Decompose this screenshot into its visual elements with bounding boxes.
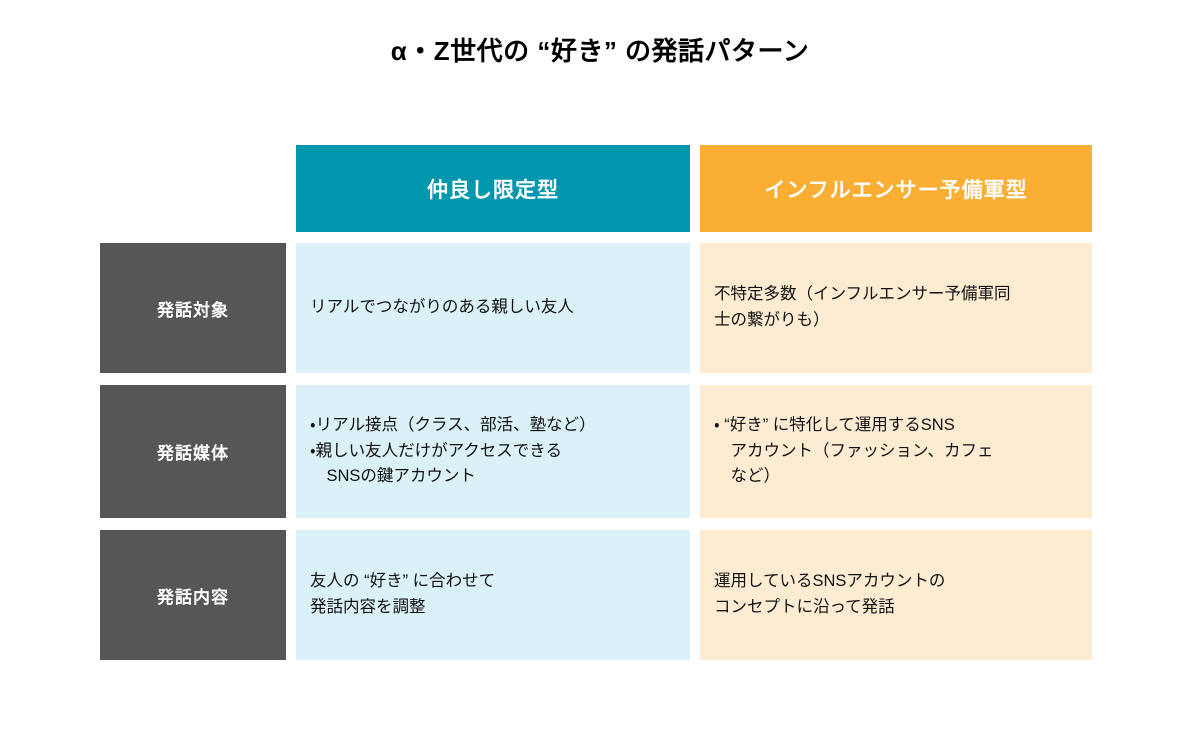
- cell-speech-target-influencer[interactable]: 不特定多数（インフルエンサー予備軍同 士の繋がりも）: [700, 243, 1092, 373]
- row-label-speech-medium[interactable]: 発話媒体: [100, 385, 286, 518]
- column-header-influencer-reserve[interactable]: インフルエンサー予備軍型: [700, 145, 1092, 232]
- table-row: 発話媒体 ・リアル接点（クラス、部活、塾など） ・親しい友人だけがアクセスできる…: [100, 385, 1092, 518]
- cell-speech-target-friendly[interactable]: リアルでつながりのある親しい友人: [296, 243, 690, 373]
- cell-text: 運用しているSNSアカウントの コンセプトに沿って発話: [714, 572, 946, 616]
- comparison-matrix: 仲良し限定型 インフルエンサー予備軍型 発話対象 リアルでつながりのある親しい友…: [100, 145, 1092, 660]
- cell-text: ・ “好き” に特化して運用するSNS アカウント（ファッション、カフェ など）: [714, 416, 994, 486]
- row-gap: [100, 518, 1092, 530]
- table-row: 発話内容 友人の “好き” に合わせて 発話内容を調整 運用しているSNSアカウ…: [100, 530, 1092, 660]
- cell-speech-content-friendly[interactable]: 友人の “好き” に合わせて 発話内容を調整: [296, 530, 690, 660]
- row-gap: [100, 232, 1092, 243]
- header-corner-spacer: [100, 145, 286, 232]
- row-label-speech-target[interactable]: 発話対象: [100, 243, 286, 373]
- cell-text: ・リアル接点（クラス、部活、塾など） ・親しい友人だけがアクセスできる SNSの…: [310, 416, 596, 486]
- table-header-row: 仲良し限定型 インフルエンサー予備軍型: [100, 145, 1092, 232]
- row-label-speech-content[interactable]: 発話内容: [100, 530, 286, 660]
- cell-speech-content-influencer[interactable]: 運用しているSNSアカウントの コンセプトに沿って発話: [700, 530, 1092, 660]
- cell-speech-medium-influencer[interactable]: ・ “好き” に特化して運用するSNS アカウント（ファッション、カフェ など）: [700, 385, 1092, 518]
- cell-text: 不特定多数（インフルエンサー予備軍同 士の繋がりも）: [714, 285, 1011, 329]
- cell-text: リアルでつながりのある親しい友人: [310, 298, 574, 317]
- column-header-friendly-limited[interactable]: 仲良し限定型: [296, 145, 690, 232]
- row-gap: [100, 373, 1092, 385]
- table-row: 発話対象 リアルでつながりのある親しい友人 不特定多数（インフルエンサー予備軍同…: [100, 243, 1092, 373]
- cell-speech-medium-friendly[interactable]: ・リアル接点（クラス、部活、塾など） ・親しい友人だけがアクセスできる SNSの…: [296, 385, 690, 518]
- page-title: α・Z世代の “好き” の発話パターン: [390, 36, 810, 66]
- cell-text: 友人の “好き” に合わせて 発話内容を調整: [310, 572, 496, 616]
